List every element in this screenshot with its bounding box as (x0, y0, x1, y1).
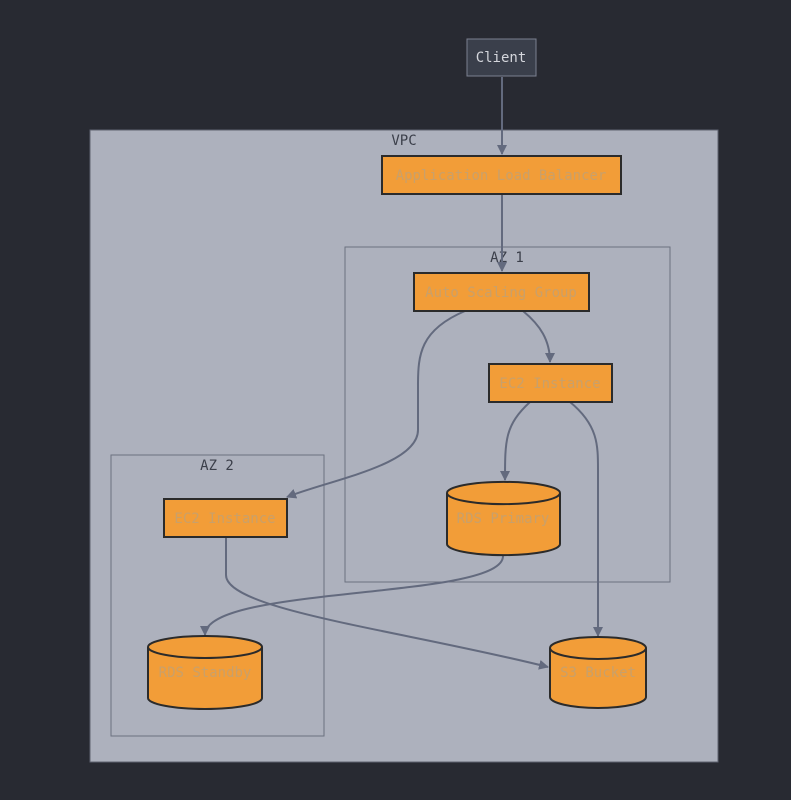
node-auto-scaling-group[interactable]: Auto Scaling Group (413, 272, 590, 312)
rds-primary-cylinder-rim (446, 492, 561, 506)
rds-standby-label: RDS Standby (159, 665, 252, 681)
rds-standby-cylinder (147, 635, 263, 710)
az1-label: AZ 1 (490, 250, 524, 266)
edge-asg-to-ec2-az1 (522, 310, 555, 363)
node-ec2-instance-az2[interactable]: EC2 Instance (163, 498, 288, 538)
alb-box (381, 155, 622, 195)
client-box (466, 38, 537, 77)
alb-label: Application Load Balancer (396, 168, 607, 184)
az2-label: AZ 2 (200, 458, 234, 474)
node-client[interactable]: Client (466, 38, 537, 77)
node-rds-primary[interactable]: RDS Primary (446, 480, 561, 557)
node-s3-bucket[interactable]: S3 Bucket (549, 636, 647, 709)
ec2-az2-label: EC2 Instance (174, 511, 275, 527)
ec2-az2-box (163, 498, 288, 538)
s3-bucket-cylinder (549, 636, 647, 709)
rds-primary-cylinder (446, 480, 561, 557)
rds-standby-cylinder-rim (147, 646, 263, 659)
az1-boundary (344, 246, 671, 583)
s3-bucket-label: S3 Bucket (560, 665, 636, 681)
edge-asg-to-ec2-az2 (286, 310, 466, 499)
rds-primary-label: RDS Primary (457, 511, 550, 527)
ec2-az1-box (488, 363, 613, 403)
az2-boundary (110, 454, 325, 737)
edge-ec2-az1-to-rds-primary (500, 401, 531, 481)
az2-group: AZ 2 (110, 454, 325, 737)
edge-ec2-az2-to-s3 (225, 538, 549, 670)
node-rds-standby[interactable]: RDS Standby (147, 635, 263, 710)
asg-box (413, 272, 590, 312)
edge-ec2-az1-to-s3 (569, 401, 603, 637)
ec2-az1-label: EC2 Instance (499, 376, 600, 392)
s3-bucket-cylinder-rim (549, 647, 647, 660)
client-label: Client (476, 50, 527, 66)
node-ec2-instance-az1[interactable]: EC2 Instance (488, 363, 613, 403)
edge-rds-primary-to-rds-standby (200, 555, 504, 636)
asg-label: Auto Scaling Group (425, 285, 577, 301)
vpc-label: VPC (391, 133, 416, 149)
edges (200, 77, 603, 670)
node-application-load-balancer[interactable]: Application Load Balancer (381, 155, 622, 195)
